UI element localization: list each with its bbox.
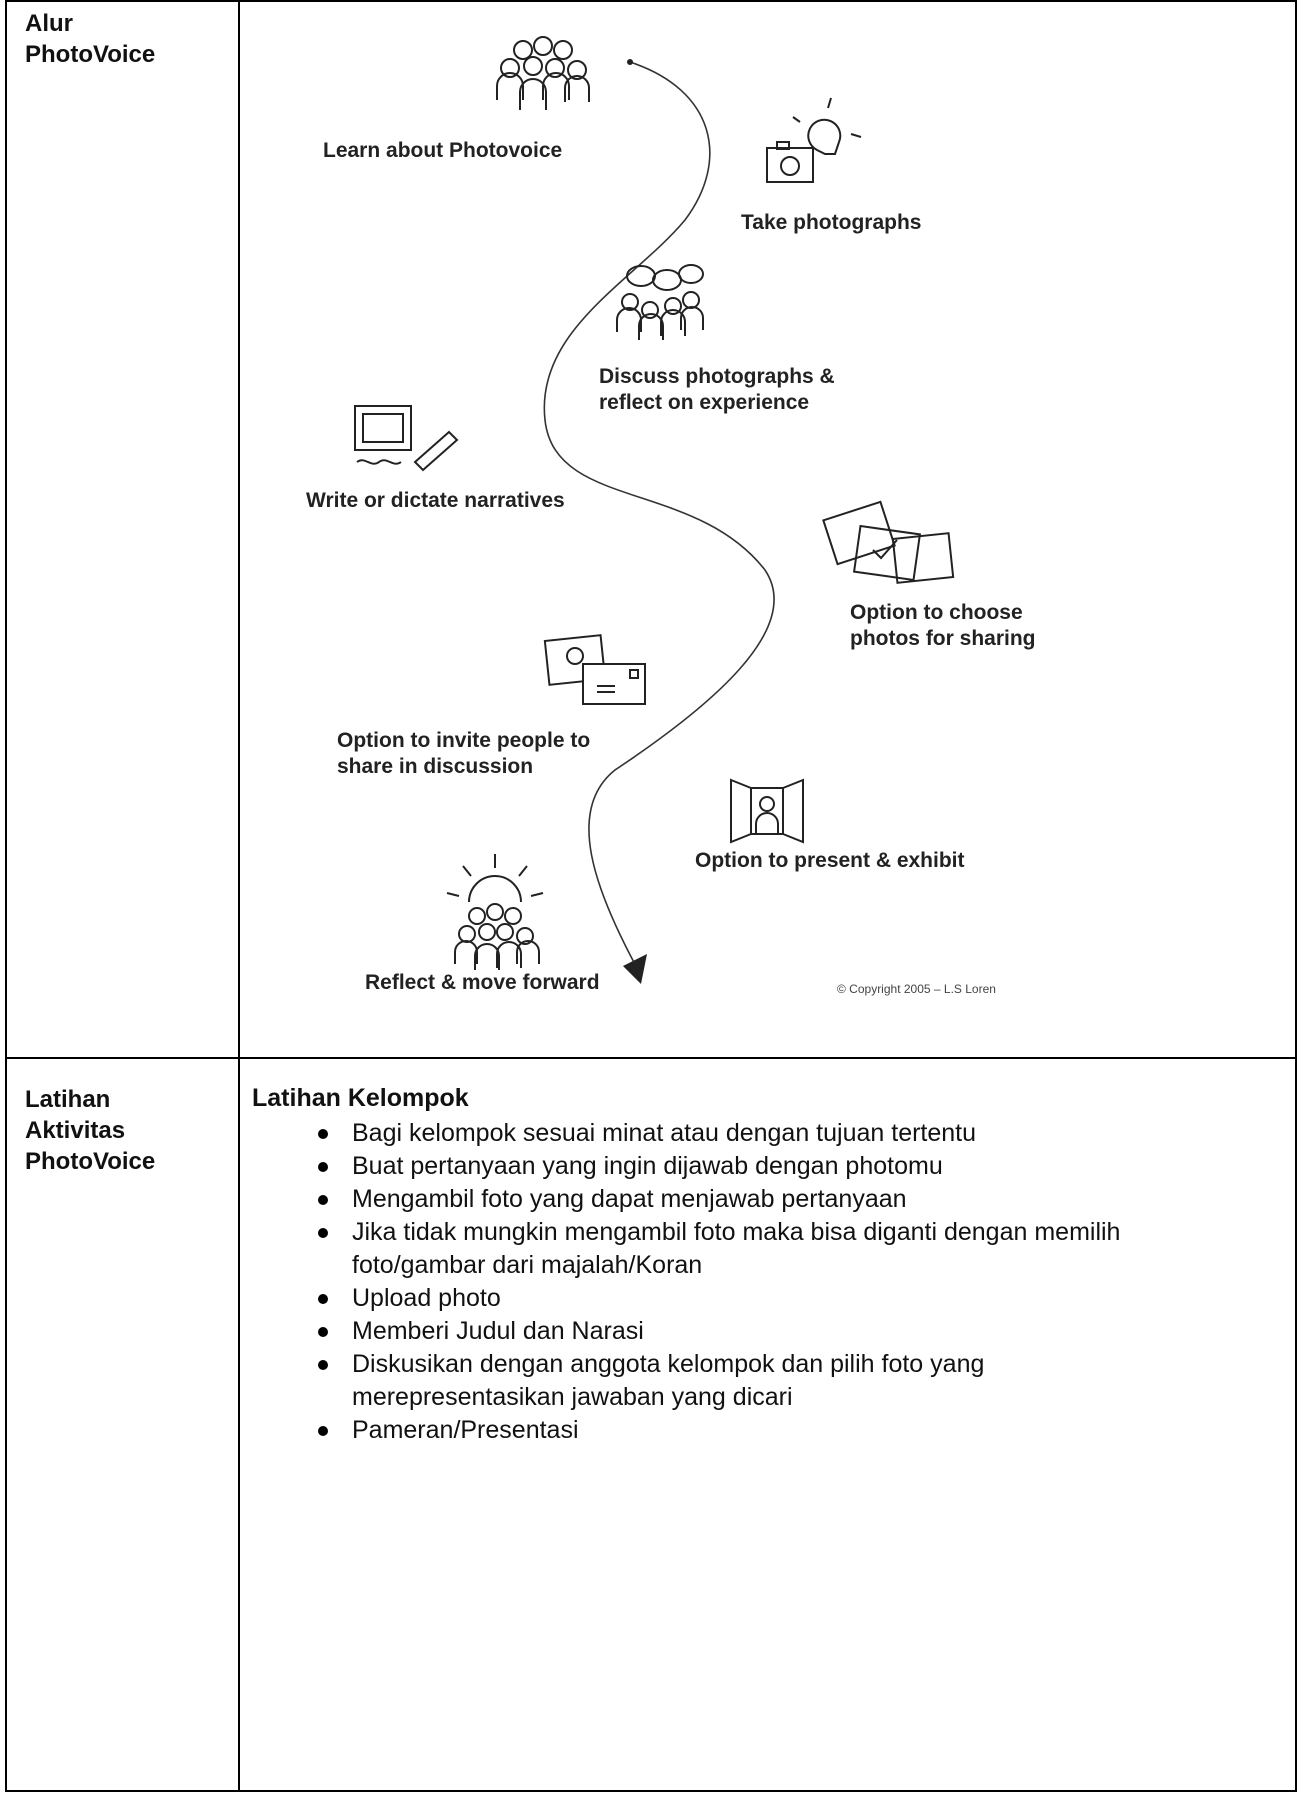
step-label-take: Take photographs (741, 210, 921, 236)
step-label-invite: Option to invite people to share in disc… (337, 728, 590, 780)
activity-section: Latihan Kelompok Bagi kelompok sesuai mi… (252, 1082, 1282, 1447)
copyright-notice: © Copyright 2005 – L.S Loren (837, 982, 996, 996)
table-border-right (1295, 0, 1297, 1792)
list-item-text: merepresentasikan jawaban yang dicari (352, 1383, 793, 1411)
row-label-line: PhotoVoice (25, 1148, 156, 1175)
bullet-icon (318, 1162, 328, 1172)
table-column-divider (238, 0, 240, 1792)
step-label-line: photos for sharing (850, 627, 1036, 650)
step-label-line: Discuss photographs & (599, 365, 835, 388)
list-item-text: Upload photo (352, 1284, 501, 1312)
list-item: Upload photo (252, 1282, 1282, 1315)
list-item: Memberi Judul dan Narasi (252, 1315, 1282, 1348)
bullet-icon (318, 1426, 328, 1436)
list-item-text: Buat pertanyaan yang ingin dijawab denga… (352, 1152, 943, 1180)
step-label-reflect: Reflect & move forward (365, 970, 600, 996)
step-label-line: Option to invite people to (337, 729, 591, 752)
flow-end-arrowhead (623, 954, 647, 984)
photos-checkmark-icon (822, 500, 955, 584)
list-item-text: Jika tidak mungkin mengambil foto maka b… (352, 1218, 1121, 1246)
list-item: Bagi kelompok sesuai minat atau dengan t… (252, 1117, 1282, 1150)
bullet-icon (318, 1129, 328, 1139)
list-item-text: Diskusikan dengan anggota kelompok dan p… (352, 1350, 985, 1378)
step-label-line: Take photographs (741, 211, 922, 234)
list-item: Mengambil foto yang dapat menjawab perta… (252, 1183, 1282, 1216)
step-label-line: share in discussion (337, 755, 534, 778)
step-label-write: Write or dictate narratives (306, 488, 565, 514)
step-label-line: Option to present & exhibit (695, 849, 965, 872)
row-label-line: PhotoVoice (25, 41, 156, 68)
row-label-latihan-aktivitas: Latihan Aktivitas PhotoVoice (25, 1084, 155, 1177)
step-label-present: Option to present & exhibit (695, 848, 965, 874)
row-label-alur-photovoice: Alur PhotoVoice (25, 8, 155, 70)
list-item-text: Memberi Judul dan Narasi (352, 1317, 644, 1345)
group-people-icon (496, 36, 590, 110)
list-item: Jika tidak mungkin mengambil foto maka b… (252, 1216, 1282, 1282)
step-label-learn: Learn about Photovoice (323, 138, 562, 164)
flow-diagram-graphics (354, 36, 955, 984)
list-item-text: Pameran/Presentasi (352, 1416, 579, 1444)
photovoice-flow-diagram: Learn about Photovoice Take photographs … (245, 10, 1295, 1050)
flow-start-dot (627, 59, 633, 65)
table-frame: Alur PhotoVoice (5, 0, 1297, 1792)
bullet-icon (318, 1294, 328, 1304)
step-label-line: Option to choose (850, 601, 1023, 624)
step-label-choose: Option to choose photos for sharing (850, 600, 1036, 652)
computer-pen-icon (354, 405, 459, 472)
exhibit-panels-icon (730, 778, 804, 844)
row-label-line: Latihan (25, 1086, 111, 1113)
row-label-line: Aktivitas (25, 1117, 126, 1144)
list-item-text: Bagi kelompok sesuai minat atau dengan t… (352, 1119, 977, 1147)
list-item: Diskusikan dengan anggota kelompok dan p… (252, 1348, 1282, 1414)
step-label-line: Learn about Photovoice (323, 139, 563, 162)
flow-path (543, 61, 775, 969)
bullet-icon (318, 1360, 328, 1370)
camera-lightbulb-icon (766, 97, 862, 183)
bullet-icon (318, 1228, 328, 1238)
list-item-text: foto/gambar dari majalah/Koran (352, 1251, 703, 1279)
list-item-text: Mengambil foto yang dapat menjawab perta… (352, 1185, 907, 1213)
step-label-line: Write or dictate narratives (306, 489, 565, 512)
bullet-icon (318, 1327, 328, 1337)
group-speech-bubbles-icon (616, 264, 704, 340)
step-label-line: Reflect & move forward (365, 971, 600, 994)
step-label-discuss: Discuss photographs & reflect on experie… (599, 364, 835, 416)
step-label-line: reflect on experience (599, 391, 810, 414)
bullet-icon (318, 1195, 328, 1205)
activity-title: Latihan Kelompok (252, 1084, 469, 1112)
activity-list: Bagi kelompok sesuai minat atau dengan t… (252, 1117, 1282, 1447)
table-border-bottom (5, 1790, 1297, 1792)
list-item: Pameran/Presentasi (252, 1414, 1282, 1447)
list-item: Buat pertanyaan yang ingin dijawab denga… (252, 1150, 1282, 1183)
group-sunburst-icon (446, 854, 544, 970)
table-border-top (5, 0, 1297, 2)
photo-envelope-icon (543, 634, 646, 705)
table-row-divider (5, 1057, 1297, 1059)
table-border-left (5, 0, 7, 1792)
row-label-line: Alur (25, 10, 73, 37)
